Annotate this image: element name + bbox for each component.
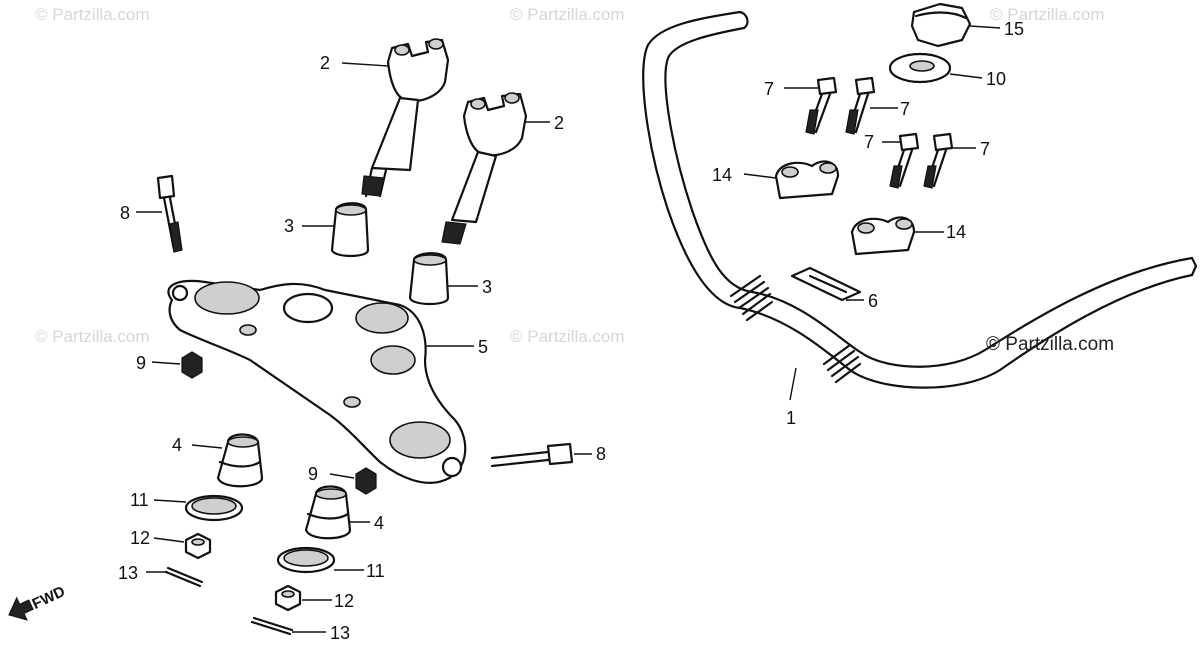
watermarks: © Partzilla.com © Partzilla.com © Partzi… [35, 5, 1105, 346]
callout-5: 5 [478, 337, 488, 357]
watermark: © Partzilla.com [990, 5, 1105, 24]
riser-part-2a[interactable] [361, 38, 450, 198]
callout-7: 7 [900, 99, 910, 119]
cap-nut-part-15[interactable] [910, 2, 972, 48]
callout-11: 11 [130, 490, 149, 510]
callout-7: 7 [764, 79, 774, 99]
cotter-pin-part-13a[interactable] [164, 566, 204, 588]
callout-13: 13 [330, 623, 350, 643]
cotter-pin-part-13b[interactable] [250, 616, 294, 636]
damper-part-4a[interactable] [216, 433, 264, 488]
callout-6: 6 [868, 291, 878, 311]
nut-part-9b[interactable] [355, 467, 377, 495]
callout-8: 8 [596, 444, 606, 464]
bolt-part-7a[interactable] [805, 76, 838, 135]
callout-12: 12 [334, 591, 354, 611]
callout-4: 4 [172, 435, 182, 455]
bolt-part-7b[interactable] [845, 76, 876, 135]
callout-9: 9 [308, 464, 318, 484]
upper-clamp-part-14b[interactable] [850, 216, 916, 256]
callout-7: 7 [980, 139, 990, 159]
callout-1: 1 [786, 408, 796, 428]
copyright-notice: © Partzilla.com [986, 334, 1114, 355]
washer-part-10[interactable] [888, 52, 952, 84]
fwd-indicator: FWD [8, 583, 68, 621]
callout-14: 14 [946, 222, 966, 242]
callout-7: 7 [864, 132, 874, 152]
callout-13: 13 [118, 563, 138, 583]
damper-part-4b[interactable] [304, 485, 352, 540]
callout-10: 10 [986, 69, 1006, 89]
callout-9: 9 [136, 353, 146, 373]
callout-12: 12 [130, 528, 150, 548]
callout-numbers: 2 2 3 3 5 4 4 9 9 8 8 11 11 12 12 13 13 … [118, 19, 1024, 643]
upper-clamp-part-14a[interactable] [774, 160, 840, 200]
callout-14: 14 [712, 165, 732, 185]
washer-part-11a[interactable] [184, 494, 244, 522]
watermark: © Partzilla.com [510, 327, 625, 346]
watermark: © Partzilla.com [35, 327, 150, 346]
fwd-label: FWD [30, 583, 68, 613]
watermark: © Partzilla.com [510, 5, 625, 24]
bolt-part-8b[interactable] [490, 442, 574, 468]
callout-8: 8 [120, 203, 130, 223]
top-bridge-part-5[interactable] [167, 279, 467, 484]
callout-3: 3 [482, 277, 492, 297]
bolt-part-7d[interactable] [923, 132, 954, 189]
callout-4: 4 [374, 513, 384, 533]
nut-part-9a[interactable] [181, 351, 203, 379]
label-part-6[interactable] [790, 266, 862, 302]
bolt-part-8a[interactable] [156, 174, 183, 253]
callout-3: 3 [284, 216, 294, 236]
callout-11: 11 [366, 561, 385, 581]
bolt-part-7c[interactable] [889, 132, 920, 189]
callout-2: 2 [320, 53, 330, 73]
fwd-arrow-icon [8, 596, 34, 621]
watermark: © Partzilla.com [35, 5, 150, 24]
callout-15: 15 [1004, 19, 1024, 39]
handlebar-part-1[interactable] [642, 10, 1198, 389]
leader-lines [136, 25, 1001, 633]
nut-part-12b[interactable] [274, 584, 302, 612]
washer-part-11b[interactable] [276, 546, 336, 574]
bushing-part-3b[interactable] [408, 252, 450, 306]
bushing-part-3a[interactable] [330, 202, 370, 258]
nut-part-12a[interactable] [184, 532, 212, 560]
callout-2: 2 [554, 113, 564, 133]
knurl-band [729, 274, 862, 384]
riser-part-2b[interactable] [441, 92, 528, 245]
